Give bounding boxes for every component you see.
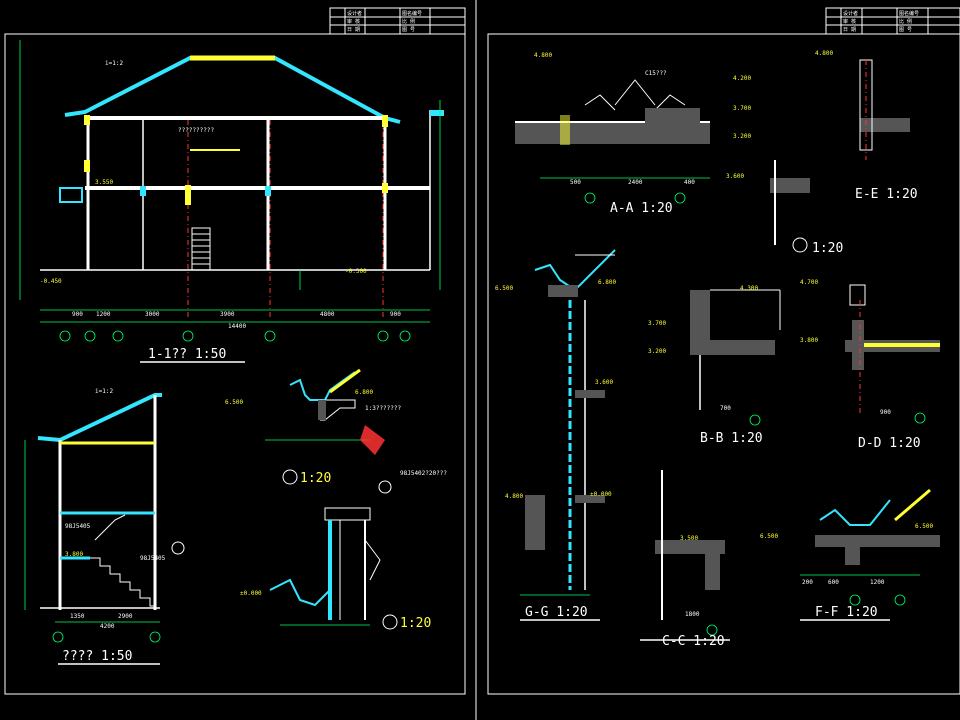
dim-4200: 4200: [100, 623, 115, 630]
gg-level-3600: 3.600: [595, 379, 613, 386]
title-block-right: 设计者 审 核 日 期 图名编号 比 例 图 号: [825, 7, 960, 35]
ff-dim-1200: 1200: [870, 579, 885, 586]
tb-left-3: 日 期: [347, 27, 360, 33]
detail-3-drawing: [770, 160, 810, 253]
dd-dim-900: 900: [880, 409, 891, 416]
dim-3900: 3900: [220, 311, 235, 318]
dim-3000: 3000: [145, 311, 160, 318]
level-3550: 3.550: [95, 179, 113, 186]
level-1800: 3.800: [65, 551, 83, 558]
section-1-1-drawing: [19, 40, 444, 363]
detail-2-drawing: [269, 507, 398, 630]
section-e-e-drawing: [859, 59, 910, 160]
stair-section-drawing: [24, 393, 185, 665]
dd-level-4700: 4.700: [800, 279, 818, 286]
tb-left-5: 比 例: [402, 18, 415, 25]
dim-1200: 1200: [96, 311, 111, 318]
section-1-1-title: 1-1?? 1:50: [148, 347, 226, 362]
tb-left-2: 审 核: [347, 18, 360, 25]
gg-level-6500: 6.500: [495, 285, 513, 292]
note-c15: C15???: [645, 70, 667, 77]
level-0450: -0.450: [40, 278, 62, 285]
tb-right-4: 图名编号: [899, 10, 919, 17]
gg-level-6800: 6.800: [598, 279, 616, 286]
room-text: ??????????: [178, 127, 215, 134]
dim-2900: 2900: [118, 613, 133, 620]
cc-level-3500: 3.500: [680, 535, 698, 542]
section-d-d-drawing: [845, 284, 940, 424]
ff-dim-600: 600: [828, 579, 839, 586]
dim-total: 14400: [228, 323, 246, 330]
bb-level-3700: 3.700: [648, 320, 666, 327]
tb-left-4: 图名编号: [402, 10, 422, 17]
section-f-f-title: F-F 1:20: [815, 605, 878, 620]
right-sheet-frame: [487, 33, 960, 695]
bb-dim-700: 700: [720, 405, 731, 412]
level-6800: 6.800: [355, 389, 373, 396]
aa-dim-400: 400: [684, 179, 695, 186]
section-c-c-drawing: [640, 470, 730, 641]
aa-dim-2400: 2400: [628, 179, 643, 186]
detail-3-title: 1:20: [812, 241, 843, 256]
note-98j-1: 98J5405: [65, 523, 91, 530]
dd-level-3800: 3.800: [800, 337, 818, 344]
ee-level-4800: 4.800: [815, 50, 833, 57]
tb-right-1: 设计者: [843, 10, 858, 17]
note-mortar: 1:3???????: [365, 405, 402, 412]
tb-right-5: 比 例: [899, 18, 912, 25]
slope-label: i=1:2: [105, 60, 123, 67]
left-sheet-frame: [4, 33, 466, 695]
aa-dim-500: 500: [570, 179, 581, 186]
tb-left-6: 图 号: [402, 27, 415, 33]
stair-section-title: ???? 1:50: [62, 649, 132, 664]
aa-level-4800: 4.800: [534, 52, 552, 59]
d3-level-3600: 3.600: [726, 173, 744, 180]
bb-level-4300: 4.300: [740, 285, 758, 292]
detail-2-title: 1:20: [400, 616, 431, 631]
tb-left-1: 设计者: [347, 10, 362, 17]
section-c-c-title: C-C 1:20: [662, 634, 725, 649]
section-b-b-title: B-B 1:20: [700, 431, 763, 446]
detail-1-drawing: [265, 368, 392, 494]
gg-level-4800: 4.800: [505, 493, 523, 500]
level-6500: 6.500: [225, 399, 243, 406]
cc-dim-1800: 1800: [685, 611, 700, 618]
dim-900b: 900: [390, 311, 401, 318]
gg-level-000: ±0.000: [590, 491, 612, 498]
section-a-a-title: A-A 1:20: [610, 201, 673, 216]
level-000: ±0.000: [240, 590, 262, 597]
aa-level-4200: 4.200: [733, 75, 751, 82]
bb-level-3200: 3.200: [648, 348, 666, 355]
section-f-f-drawing: [800, 488, 940, 621]
ff-level-6500b: 6.500: [915, 523, 933, 530]
note-98j-2: 98J5405: [140, 555, 166, 562]
aa-level-3200: 3.200: [733, 133, 751, 140]
tb-right-6: 图 号: [899, 27, 912, 33]
slope2-label: i=1:2: [95, 388, 113, 395]
detail-1-title: 1:20: [300, 471, 331, 486]
section-d-d-title: D-D 1:20: [858, 436, 921, 451]
section-g-g-drawing: [520, 249, 616, 621]
ff-level-6500: 6.500: [760, 533, 778, 540]
aa-level-3700: 3.700: [733, 105, 751, 112]
dim-900: 900: [72, 311, 83, 318]
section-b-b-drawing: [690, 289, 781, 426]
title-block-left: 设计者 审 核 日 期 图名编号 比 例 图 号: [329, 7, 466, 35]
section-e-e-title: E-E 1:20: [855, 187, 918, 202]
tb-right-3: 日 期: [843, 27, 856, 33]
level-0300: -0.300: [345, 268, 367, 275]
tb-right-2: 审 核: [843, 18, 856, 25]
dim-1350: 1350: [70, 613, 85, 620]
section-g-g-title: G-G 1:20: [525, 605, 588, 620]
section-a-a-drawing: [515, 79, 710, 204]
note-98j5402: 98J5402?20???: [400, 470, 447, 477]
ff-dim-200: 200: [802, 579, 813, 586]
dim-4800: 4800: [320, 311, 335, 318]
